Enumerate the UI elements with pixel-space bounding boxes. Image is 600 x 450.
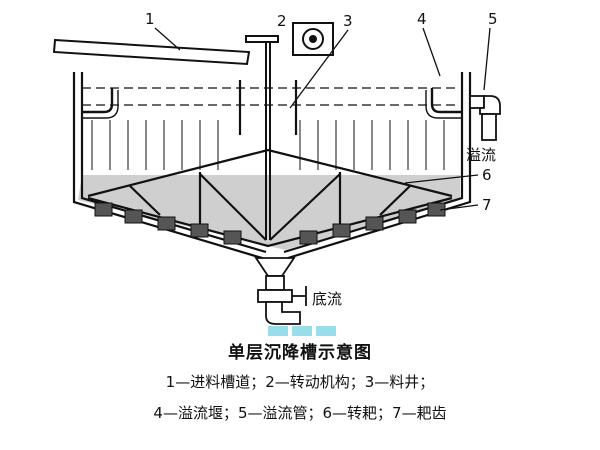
drive-mechanism — [292, 22, 334, 56]
label-3: 3 — [343, 12, 353, 30]
highlight-blocks — [268, 326, 336, 336]
clarification-zone-lines — [91, 120, 445, 170]
label-underflow: 底流 — [312, 290, 342, 308]
overflow-pipe — [469, 95, 501, 141]
label-5: 5 — [488, 10, 498, 28]
overflow-weir — [82, 88, 462, 114]
label-2: 2 — [277, 12, 287, 30]
label-4: 4 — [417, 10, 427, 28]
legend-line-2: 4—溢流堰；5—溢流管；6—转耙；7—耙齿 — [153, 404, 447, 422]
figure-title: 单层沉降槽示意图 — [228, 343, 372, 363]
underflow-outlet — [254, 257, 307, 325]
leader-lines — [154, 27, 491, 211]
rake-truss — [87, 148, 453, 248]
rake-teeth — [94, 202, 446, 245]
label-1: 1 — [145, 10, 155, 28]
label-6: 6 — [482, 166, 492, 184]
legend-line-1: 1—进料槽道；2—转动机构；3—料井； — [165, 373, 435, 391]
feed-launder — [52, 38, 251, 66]
label-7: 7 — [482, 196, 492, 214]
feed-well — [238, 80, 298, 135]
label-overflow: 溢流 — [466, 146, 496, 164]
central-shaft — [245, 35, 279, 240]
